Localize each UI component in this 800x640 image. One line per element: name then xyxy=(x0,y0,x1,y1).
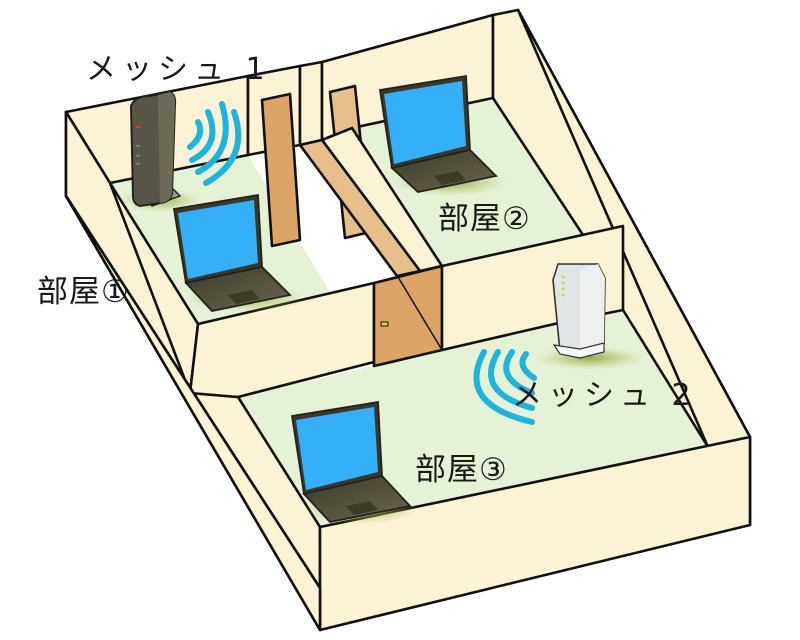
laptop1[interactable] xyxy=(172,193,292,312)
laptop2[interactable] xyxy=(378,74,498,193)
door-room1[interactable] xyxy=(260,92,302,248)
router1[interactable] xyxy=(129,90,182,208)
wifi-waves-mesh2 xyxy=(473,349,537,425)
room1-room3-divider-top xyxy=(188,281,376,399)
mesh1-label: メッシュ 1 xyxy=(86,52,271,87)
door-room3-edge xyxy=(397,276,443,351)
router2[interactable] xyxy=(552,263,606,359)
room3-label: 部屋③ xyxy=(415,452,508,488)
wifi-waves-mesh1 xyxy=(187,101,242,186)
door-room3-handle xyxy=(380,321,389,327)
room1-label: 部屋① xyxy=(37,274,130,310)
mesh2-label: メッシュ 2 xyxy=(512,378,697,413)
door-room3[interactable] xyxy=(372,264,444,368)
hall-wall-divider xyxy=(298,60,324,147)
front-left-corner xyxy=(64,194,322,632)
laptop3[interactable] xyxy=(290,400,412,523)
room2-label: 部屋② xyxy=(438,201,531,237)
